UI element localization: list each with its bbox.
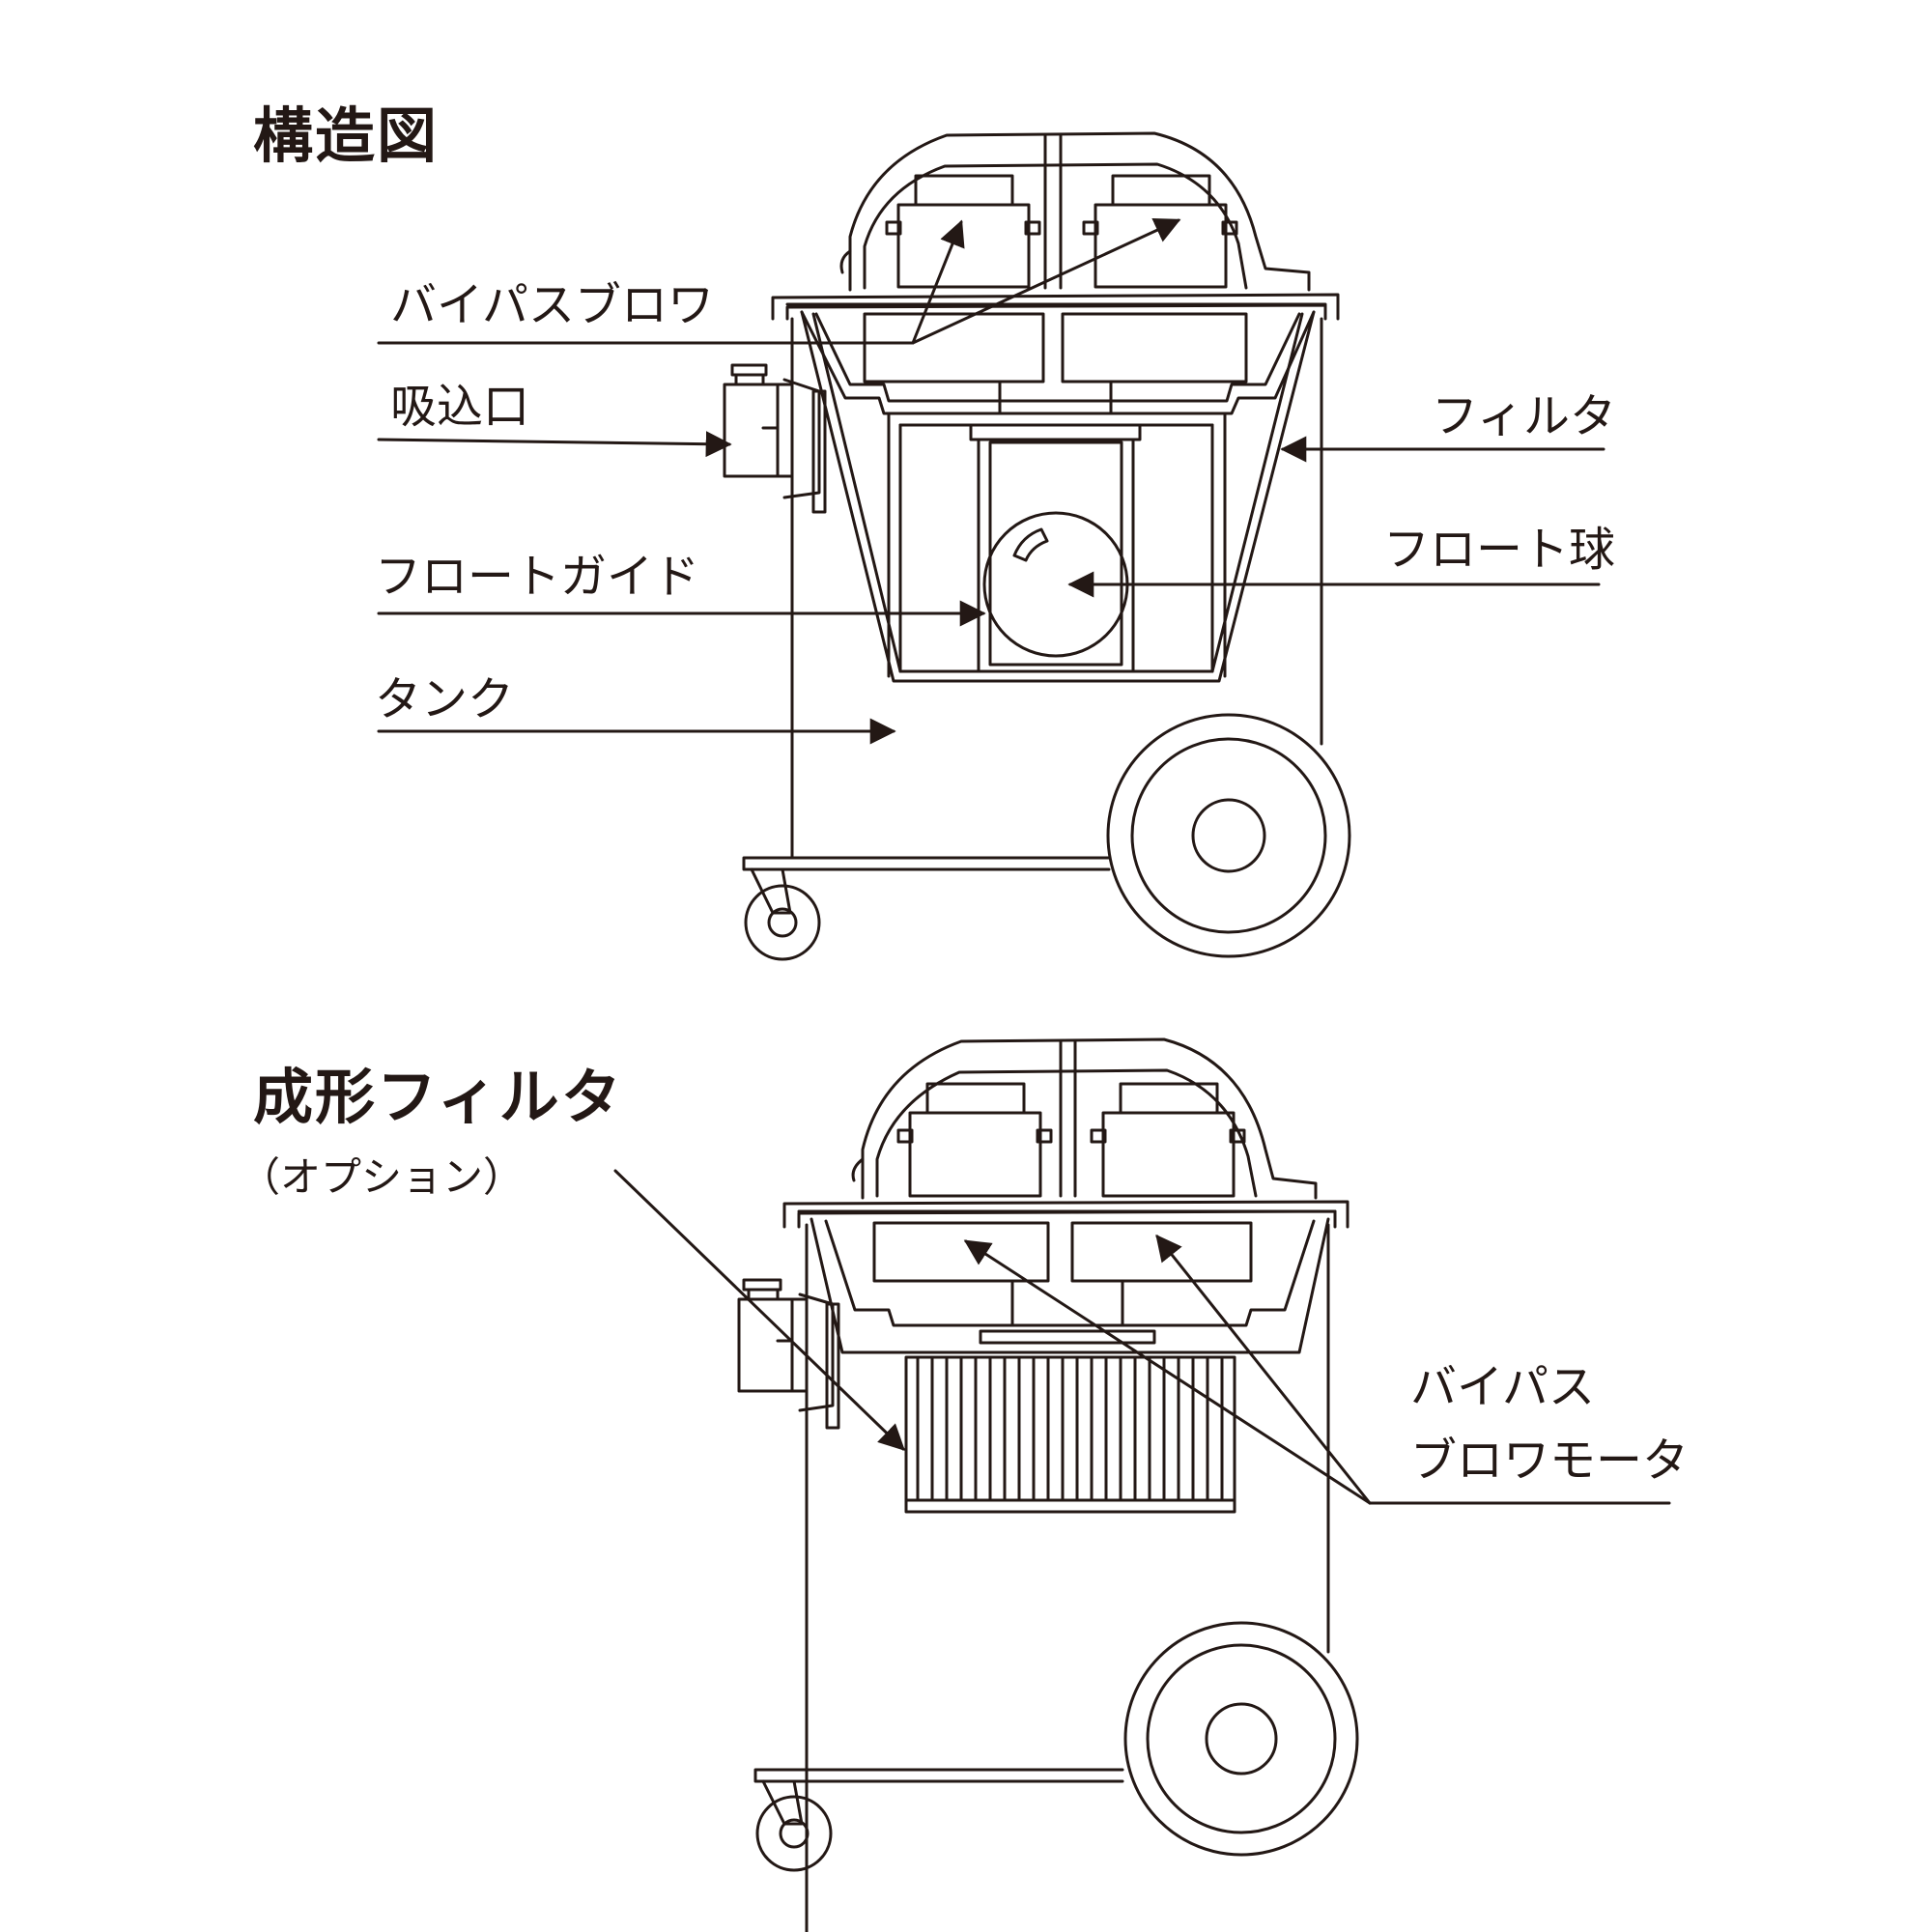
inner-bowl (800, 310, 1316, 415)
leader-lines-section1 (377, 217, 1605, 745)
main-wheel-2 (1123, 1621, 1359, 1857)
leader-lines-section2 (613, 1169, 1671, 1505)
caster-wheel (744, 867, 821, 961)
filter-cone (800, 310, 1316, 683)
label-inlet: 吸込口 (390, 380, 530, 434)
motor-left (885, 174, 1041, 289)
molded-filter-drawing (613, 1037, 1671, 1932)
base-frame (742, 856, 1111, 871)
label-motor-line1: バイパス (1410, 1360, 1596, 1414)
motor-right-2 (1090, 1082, 1246, 1198)
label-tank: タンク (375, 672, 515, 726)
vacuum-structure-drawing (377, 131, 1605, 961)
label-float-ball: フロート球 (1383, 523, 1616, 577)
float-cage (887, 412, 1227, 678)
caster-wheel-2 (755, 1779, 833, 1872)
section1-title: 構造図 (253, 100, 440, 171)
main-wheel (1106, 713, 1351, 958)
label-float-guide: フロートガイド (375, 550, 700, 604)
section2-subtitle: （オプション） (240, 1153, 525, 1201)
label-filter: フィルタ (1432, 389, 1617, 443)
suction-inlet-2 (737, 1278, 840, 1430)
pleated-filter (904, 1355, 1236, 1514)
section2-title: 成形フィルタ (253, 1062, 623, 1132)
head-dome (848, 131, 1311, 292)
label-motor-line2: ブロワモータ (1410, 1434, 1690, 1488)
label-bypass-blower: バイパスブロワ (390, 278, 715, 332)
motor-right (1082, 174, 1238, 289)
lid-rim (771, 293, 1340, 321)
motor-left-2 (896, 1082, 1053, 1198)
suction-inlet (723, 363, 827, 514)
